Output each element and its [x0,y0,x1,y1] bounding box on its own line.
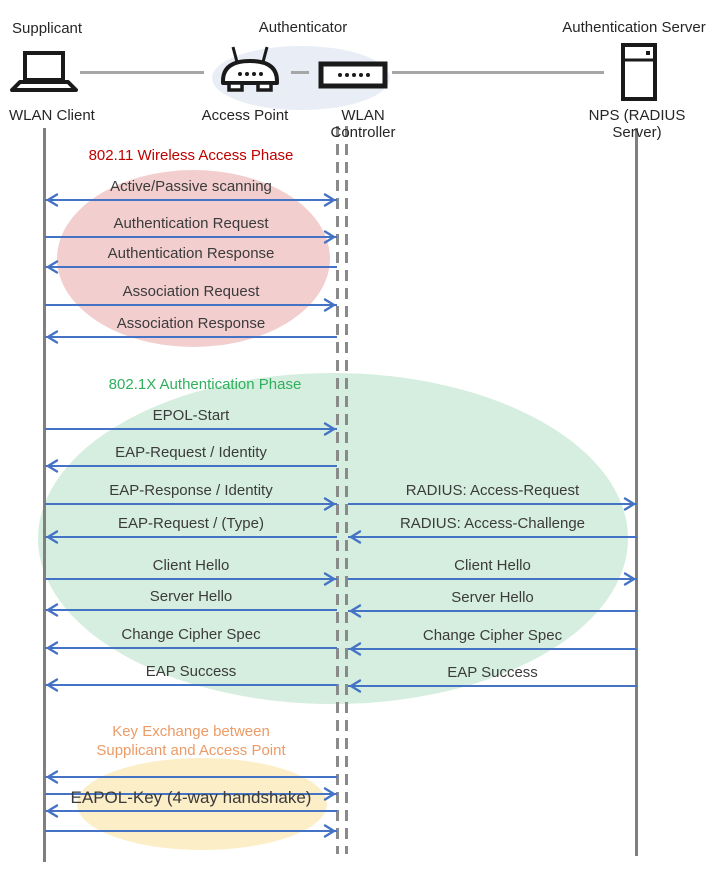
message-arrow [348,603,637,619]
message-label: Association Response [116,315,266,332]
lifeline-radius-server [635,128,638,856]
message-arrow [45,297,337,313]
message-label: Client Hello [152,557,230,574]
server-icon [620,42,658,102]
message-label: Authentication Request [113,215,269,232]
device-label-wlan-controller: WLAN Controller [330,107,396,141]
connector-line-mid [291,71,309,74]
phase-title-2: Key Exchange between Supplicant and Acce… [96,723,286,759]
message-label: Server Hello [149,588,233,605]
phase-title-0: 802.11 Wireless Access Phase [88,147,294,164]
message-arrow [45,229,337,245]
lifeline-authenticator-dashed-b [345,126,348,854]
message-label: Server Hello [451,589,534,606]
message-label: Authentication Response [107,245,275,262]
message-arrow [45,259,337,275]
message-label: EAP-Request / Identity [115,444,267,461]
message-arrow [348,529,637,545]
message-arrow [45,677,337,693]
connector-line-right [392,71,604,74]
message-arrow [45,529,337,545]
message-arrow [45,458,337,474]
message-label: EAP-Request / (Type) [118,515,264,532]
message-arrow [45,602,337,618]
message-arrow [45,786,337,802]
message-arrow [45,803,337,819]
message-arrow [45,329,337,345]
message-label: Active/Passive scanning [110,178,272,195]
device-label-access-point: Access Point [201,107,289,124]
message-arrow [45,192,337,208]
phase-title-1: 802.1X Authentication Phase [108,376,302,393]
wlan-controller-icon [318,61,388,89]
phase-ellipse-2 [77,758,327,850]
role-label-authenticator: Authenticator [258,19,348,36]
message-arrow [348,678,637,694]
message-label: Association Request [122,283,260,300]
message-arrow [45,496,337,512]
message-arrow [45,769,337,785]
access-point-icon [216,45,284,94]
message-arrow [348,641,637,657]
message-label: Change Cipher Spec [422,627,563,644]
laptop-icon [10,50,78,94]
message-arrow [45,640,337,656]
message-label: EPOL-Start [152,407,230,424]
message-label: RADIUS: Access-Challenge [399,515,586,532]
message-label: Change Cipher Spec [121,626,261,643]
message-label: EAP Success [145,663,237,680]
lifeline-wlan-client [43,128,46,862]
message-arrow [45,571,337,587]
connector-line-left [80,71,204,74]
message-arrow [348,496,637,512]
message-label: RADIUS: Access-Request [405,482,580,499]
lifeline-authenticator-dashed-a [336,126,339,854]
message-label: EAP Success [447,664,538,681]
message-arrow [348,571,637,587]
message-arrow [45,823,337,839]
role-label-supplicant: Supplicant [12,20,83,37]
message-label: Client Hello [454,557,531,574]
device-label-nps: NPS (RADIUS Server) [588,107,686,141]
role-label-authentication-server: Authentication Server [562,19,706,36]
message-arrow [45,421,337,437]
message-label: EAPOL-Key (4-way handshake) [70,788,312,807]
message-label: EAP-Response / Identity [109,482,273,499]
device-label-wlan-client: WLAN Client [9,107,95,124]
